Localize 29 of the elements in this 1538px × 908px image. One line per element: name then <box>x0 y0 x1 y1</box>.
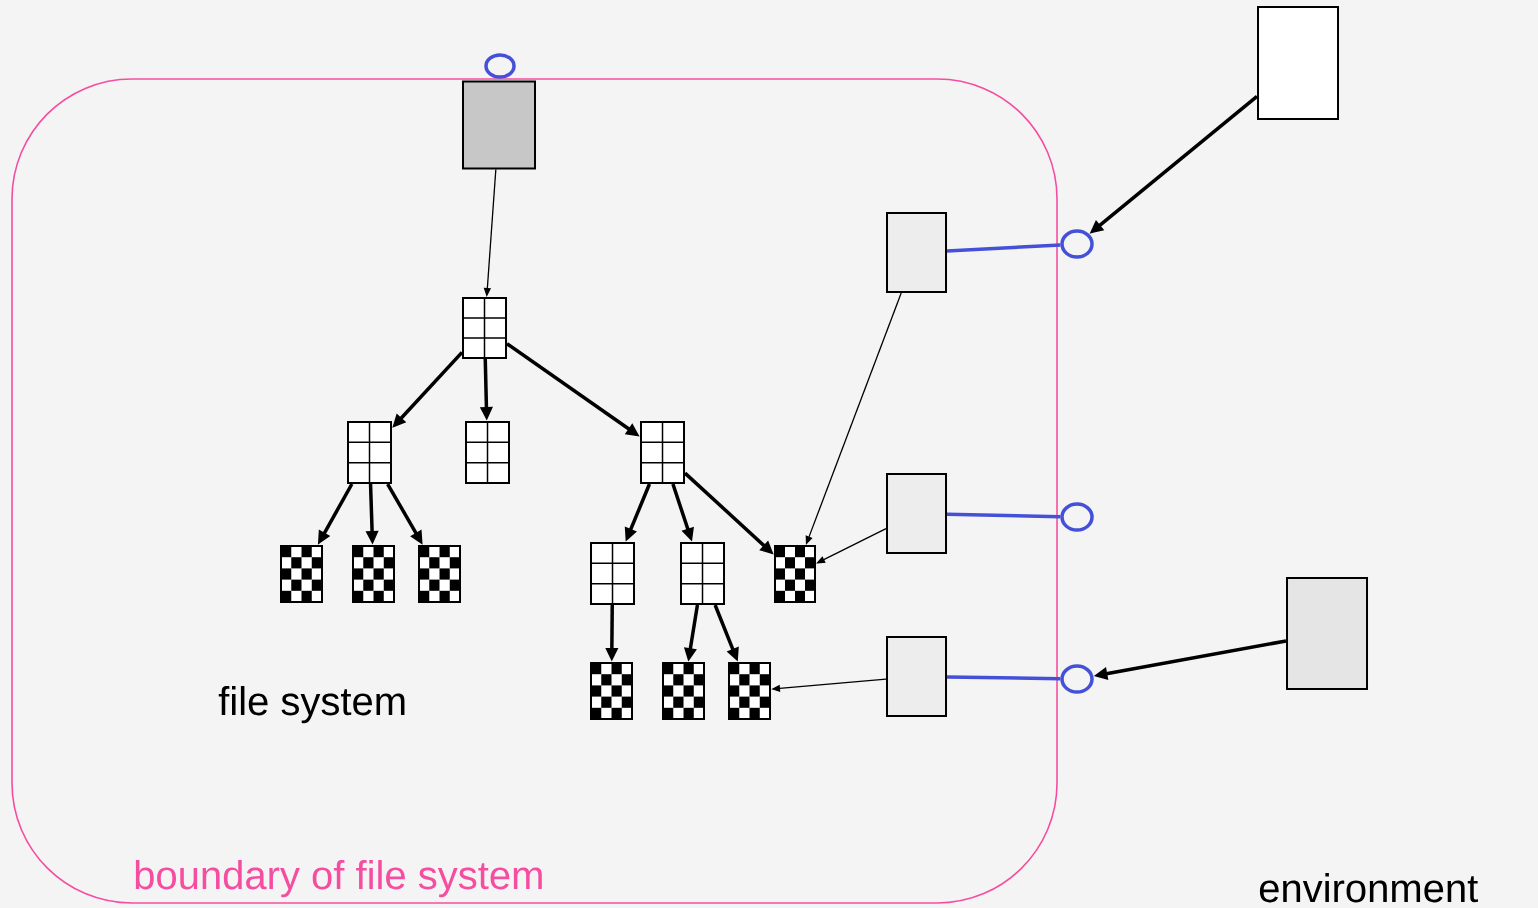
port-circle <box>1060 229 1094 259</box>
dotted-box <box>886 473 947 554</box>
text-label: environment <box>1259 873 1478 903</box>
patterned-box <box>462 80 536 170</box>
checkered-box <box>662 662 705 720</box>
checkered-box <box>590 662 633 720</box>
checkered-box <box>352 545 395 603</box>
checkered-box <box>418 545 461 603</box>
text-label: file system <box>218 686 405 724</box>
grid-box <box>640 421 685 484</box>
checkered-box <box>728 662 771 720</box>
grid-box <box>347 421 392 484</box>
connector-line <box>946 243 1061 253</box>
dotted-box <box>886 212 947 293</box>
grid-box <box>462 297 507 359</box>
port-circle <box>1060 664 1094 694</box>
port-circle <box>484 53 516 79</box>
plain-box <box>1257 6 1339 120</box>
arrow <box>816 528 887 564</box>
patterned-box <box>1286 577 1368 690</box>
dotted-box <box>886 636 947 717</box>
connector-line <box>947 675 1061 681</box>
port-circle <box>1060 502 1094 532</box>
checkered-box <box>280 545 323 603</box>
grid-box <box>465 421 510 484</box>
grid-box <box>680 542 725 605</box>
connector-line <box>946 512 1061 519</box>
checkered-box <box>774 545 816 603</box>
grid-box <box>590 542 635 605</box>
